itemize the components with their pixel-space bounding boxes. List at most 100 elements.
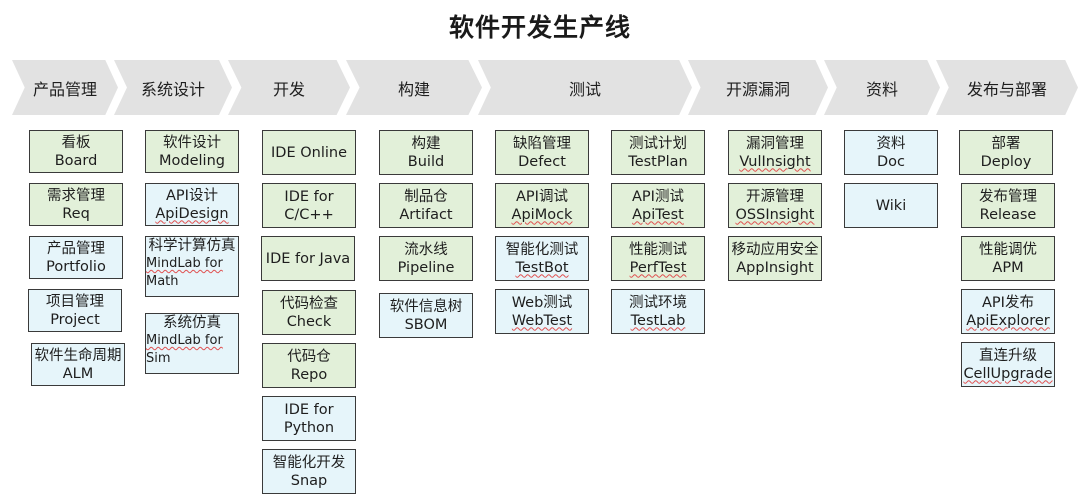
tool-box-ide-java[interactable]: IDE for Java: [261, 236, 355, 281]
tool-name-zh: 制品仓: [404, 188, 448, 205]
tool-box-mindlab-math[interactable]: 科学计算仿真 MindLab for Math: [145, 236, 239, 297]
tool-box-wiki[interactable]: Wiki: [844, 183, 938, 228]
tool-box-ide-online[interactable]: IDE Online: [262, 130, 356, 175]
stage-label: 系统设计: [140, 79, 205, 99]
tool-box-modeling[interactable]: 软件设计 Modeling: [145, 130, 239, 173]
tool-name-zh: 发布管理: [979, 188, 1037, 205]
tool-box-sbom[interactable]: 软件信息树 SBOM: [379, 293, 473, 338]
tool-name-en: ALM: [62, 365, 94, 382]
tool-name-zh: 性能测试: [629, 241, 687, 258]
tool-box-release[interactable]: 发布管理 Release: [961, 183, 1055, 228]
tool-box-apitest[interactable]: API测试 ApiTest: [611, 183, 705, 228]
tool-name-zh: 代码仓: [287, 348, 331, 365]
tool-box-ide-cpp[interactable]: IDE for C/C++: [262, 183, 356, 228]
tool-name-zh: 性能调优: [979, 241, 1037, 258]
tool-name-zh: 智能化测试: [505, 241, 579, 258]
tool-name-zh: 系统仿真: [163, 315, 221, 331]
tool-box-pipeline[interactable]: 流水线 Pipeline: [379, 236, 473, 281]
tool-name-en: PerfTest: [629, 259, 687, 276]
tool-name-en-line2: Sim: [146, 351, 171, 366]
tool-box-snap[interactable]: 智能化开发 Snap: [262, 449, 356, 494]
tool-name-en: MindLab for: [146, 333, 223, 348]
tool-box-alm[interactable]: 软件生命周期 ALM: [31, 343, 125, 386]
tool-name-en: IDE for Java: [265, 250, 351, 267]
tool-name-zh: 漏洞管理: [746, 135, 804, 152]
tool-name-en: MindLab for: [146, 256, 223, 271]
tool-box-apiexplorer[interactable]: API发布 ApiExplorer: [961, 289, 1055, 334]
tool-name-zh: 代码检查: [280, 295, 338, 312]
tool-name-en: SBOM: [404, 316, 448, 333]
tool-name-en: ApiMock: [511, 206, 573, 223]
stage-test: 测试: [478, 60, 692, 115]
tool-name-en: Python: [283, 419, 335, 436]
tool-name-en: ApiDesign: [155, 205, 229, 222]
tool-name-en: AppInsight: [736, 259, 814, 276]
tool-box-webtest[interactable]: Web测试 WebTest: [495, 289, 589, 334]
tool-box-doc[interactable]: 资料 Doc: [844, 130, 938, 175]
tool-box-appinsight[interactable]: 移动应用安全 AppInsight: [728, 236, 822, 281]
diagram-title: 软件开发生产线: [448, 13, 631, 42]
tool-box-ide-python[interactable]: IDE for Python: [262, 396, 356, 441]
tool-box-testlab[interactable]: 测试环境 TestLab: [611, 289, 705, 334]
tool-name-en: C/C++: [284, 206, 334, 223]
tool-name-line1: IDE for: [284, 401, 334, 418]
tool-name-en: VulInsight: [739, 153, 811, 170]
stage-system-design: 系统设计: [114, 60, 232, 115]
tool-name-en: CellUpgrade: [963, 365, 1053, 382]
tool-name-en: Pipeline: [397, 259, 455, 276]
tool-box-repo[interactable]: 代码仓 Repo: [262, 343, 356, 388]
tool-box-project[interactable]: 项目管理 Project: [28, 289, 122, 332]
tool-name-en: ApiTest: [632, 206, 684, 223]
tool-name-zh: 软件信息树: [389, 298, 463, 315]
tool-name-en: Req: [62, 205, 90, 222]
tool-box-mindlab-sim[interactable]: 系统仿真 MindLab for Sim: [145, 313, 239, 374]
tool-box-cellupgrade[interactable]: 直连升级 CellUpgrade: [961, 342, 1055, 387]
stage-label: 资料: [865, 79, 898, 99]
tool-box-vulinsight[interactable]: 漏洞管理 VulInsight: [728, 130, 822, 175]
tool-box-testbot[interactable]: 智能化测试 TestBot: [495, 236, 589, 281]
tool-box-apidesign[interactable]: API设计 ApiDesign: [145, 183, 239, 226]
tool-name-zh: 缺陷管理: [513, 135, 571, 152]
tool-name-zh: API发布: [982, 294, 1034, 311]
tool-name-en: ApiExplorer: [966, 312, 1050, 329]
tool-box-apm[interactable]: 性能调优 APM: [961, 236, 1055, 281]
tool-name-en: WebTest: [511, 312, 573, 329]
tool-name-en: Wiki: [875, 197, 907, 214]
tool-box-artifact[interactable]: 制品仓 Artifact: [379, 183, 473, 228]
tool-box-testplan[interactable]: 测试计划 TestPlan: [611, 130, 705, 175]
tool-box-req[interactable]: 需求管理 Req: [29, 183, 123, 226]
tool-box-defect[interactable]: 缺陷管理 Defect: [495, 130, 589, 175]
tool-name-zh: 流水线: [404, 241, 448, 258]
tool-box-check[interactable]: 代码检查 Check: [262, 290, 356, 335]
stage-development: 开发: [228, 60, 350, 115]
tool-box-apimock[interactable]: API调试 ApiMock: [495, 183, 589, 228]
stage-label: 开发: [272, 79, 305, 99]
tool-name-en: Portfolio: [46, 258, 106, 275]
tool-box-build[interactable]: 构建 Build: [379, 130, 473, 175]
tool-name-en: TestPlan: [628, 153, 688, 170]
tool-box-perftest[interactable]: 性能测试 PerfTest: [611, 236, 705, 281]
tool-name-en: Doc: [876, 153, 905, 170]
stage-label: 测试: [568, 79, 601, 99]
tool-name-zh: 测试环境: [629, 294, 687, 311]
stage-label: 开源漏洞: [725, 79, 790, 99]
tool-name-zh: 移动应用安全: [731, 241, 819, 258]
stage-product-management: 产品管理: [12, 60, 118, 115]
tool-name-zh: 项目管理: [46, 293, 104, 310]
stage-label: 构建: [397, 79, 430, 99]
stage-docs: 资料: [824, 60, 940, 115]
tool-box-portfolio[interactable]: 产品管理 Portfolio: [29, 236, 123, 279]
tool-name-en: Release: [979, 206, 1037, 223]
tool-name-en: Snap: [290, 472, 328, 489]
stage-label: 产品管理: [32, 79, 97, 99]
tool-name-zh: 产品管理: [47, 240, 105, 257]
tool-name-zh: 直连升级: [979, 347, 1037, 364]
tool-box-ossinsight[interactable]: 开源管理 OSSInsight: [728, 183, 822, 228]
tool-box-board[interactable]: 看板 Board: [29, 130, 123, 173]
tool-name-zh: 资料: [876, 135, 906, 152]
tool-name-en: TestBot: [515, 259, 569, 276]
tool-box-deploy[interactable]: 部署 Deploy: [959, 130, 1053, 175]
tool-name-en: Modeling: [159, 152, 225, 169]
tool-name-zh: 智能化开发: [272, 454, 346, 471]
tool-name-zh: API调试: [516, 188, 568, 205]
